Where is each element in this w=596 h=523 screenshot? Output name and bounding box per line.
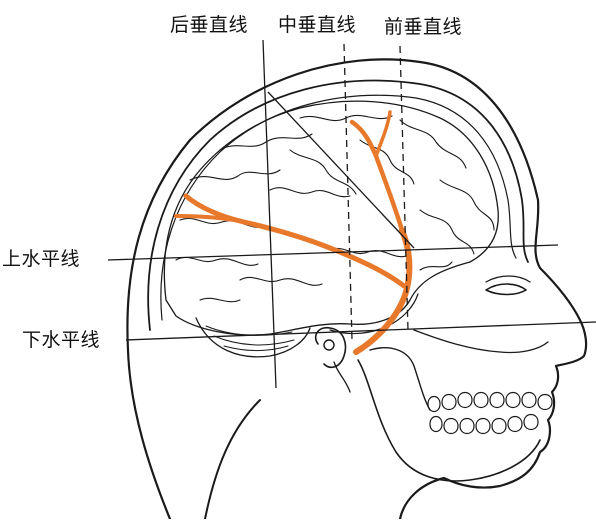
cerebellum [196, 318, 310, 357]
brain-gyri [176, 115, 494, 301]
skull-outline [148, 81, 528, 330]
skull-inner-outline [161, 95, 516, 320]
mandible-ramus [370, 348, 430, 410]
posterior-vertical-line [263, 40, 276, 388]
middle-vertical-line-label: 中垂直线 [278, 10, 356, 37]
middle-vertical-line [344, 44, 352, 340]
upper-horizontal-line-label: 上水平线 [2, 244, 80, 271]
artery-anterior-branch [352, 122, 402, 230]
upper-teeth [428, 393, 552, 412]
middle-meningeal-artery [176, 112, 409, 352]
ear-canal [324, 340, 334, 350]
neck-rear [205, 400, 260, 519]
posterior-vertical-line-label: 后垂直线 [170, 10, 248, 37]
ear [316, 328, 346, 368]
mandible [358, 360, 540, 481]
eye [486, 284, 526, 295]
eyebrow [486, 276, 530, 282]
lower-teeth [430, 415, 538, 434]
anterior-vertical-line-label: 前垂直线 [384, 12, 462, 39]
lower-horizontal-line-label: 下水平线 [22, 325, 100, 352]
diagonal-line [268, 92, 414, 248]
mastoid [334, 362, 350, 392]
artery-main-trunk [356, 230, 409, 352]
maxilla [414, 330, 548, 353]
artery-posterior-branch [186, 196, 404, 286]
